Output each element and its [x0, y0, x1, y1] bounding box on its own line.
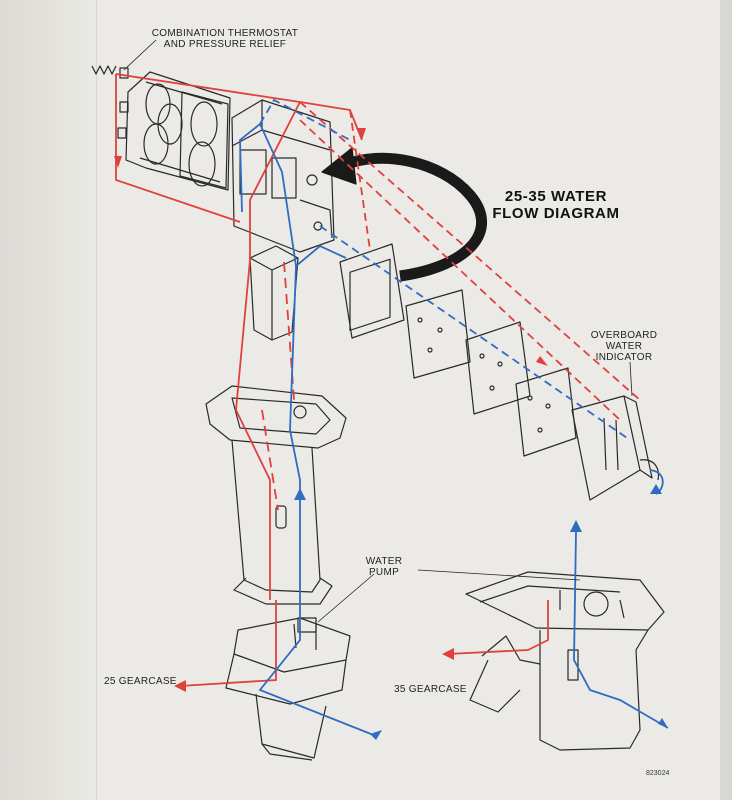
diagram-title-line1: 25-35 WATER [504, 188, 608, 205]
hot-water-flow [114, 73, 641, 692]
overboard-label-line1: OVERBOARD [590, 330, 658, 341]
hot-path-exhaust [299, 101, 641, 421]
leader-lines [123, 39, 633, 623]
cold-path-intake-35 [573, 531, 669, 729]
thermostat-label: COMBINATION THERMOSTAT AND PRESSURE RELI… [150, 28, 300, 50]
overboard-indicator-label: OVERBOARD WATER INDICATOR [586, 330, 662, 363]
cold-water-flow [239, 98, 669, 740]
gearcase-35-label: 35 GEARCASE [394, 684, 467, 695]
cold-path-intake-25 [258, 265, 377, 737]
overboard-label-line2: WATER [605, 341, 643, 352]
engine-line-art [91, 65, 665, 761]
exhaust-plate-3 [465, 321, 531, 415]
diagram-title: 25-35 WATER FLOW DIAGRAM [486, 188, 626, 222]
diagram-title-line2: FLOW DIAGRAM [492, 205, 620, 222]
thermostat-spring [91, 65, 129, 79]
page-edge [96, 0, 97, 800]
power-head-block [231, 99, 335, 253]
gearcase-25 [225, 617, 351, 761]
driveshaft-housing [231, 439, 333, 605]
exhaust-cover-1 [339, 243, 405, 339]
curved-arrow-icon [342, 152, 487, 282]
cold-arrow-overboard [650, 484, 662, 494]
water-pump-label: WATER PUMP [356, 556, 412, 578]
cold-path-block [259, 98, 631, 441]
page-shadow [0, 0, 100, 800]
thermostat-label-line1: COMBINATION THERMOSTAT [151, 28, 299, 39]
hot-arrow-35 [442, 648, 454, 660]
figure-code: 823024 [646, 770, 670, 777]
thermostat-housing [571, 395, 660, 501]
cold-arrow-35-up [570, 520, 582, 532]
hot-path-gear-25 [179, 600, 277, 687]
thermostat-label-line2: AND PRESSURE RELIEF [163, 39, 287, 50]
exhaust-plate-4 [515, 367, 577, 457]
cold-path-head [239, 122, 347, 267]
page-right-edge [720, 0, 732, 800]
hot-arrow-25 [174, 680, 186, 692]
head-gasket [179, 91, 229, 189]
overboard-label-line3: INDICATOR [595, 352, 653, 363]
water-pump-label-line1: WATER [365, 556, 403, 567]
hot-path-gear-35 [447, 600, 549, 655]
adapter-plate [205, 385, 347, 449]
exhaust-housing [249, 245, 299, 341]
arrow-head-icon [321, 147, 357, 185]
gearcase-35 [465, 571, 665, 751]
gearcase-25-label: 25 GEARCASE [104, 676, 177, 687]
hot-path-main [235, 101, 363, 600]
exhaust-plate-2 [405, 289, 471, 379]
hot-path-head [115, 73, 301, 223]
water-pump-label-line2: PUMP [368, 567, 400, 578]
